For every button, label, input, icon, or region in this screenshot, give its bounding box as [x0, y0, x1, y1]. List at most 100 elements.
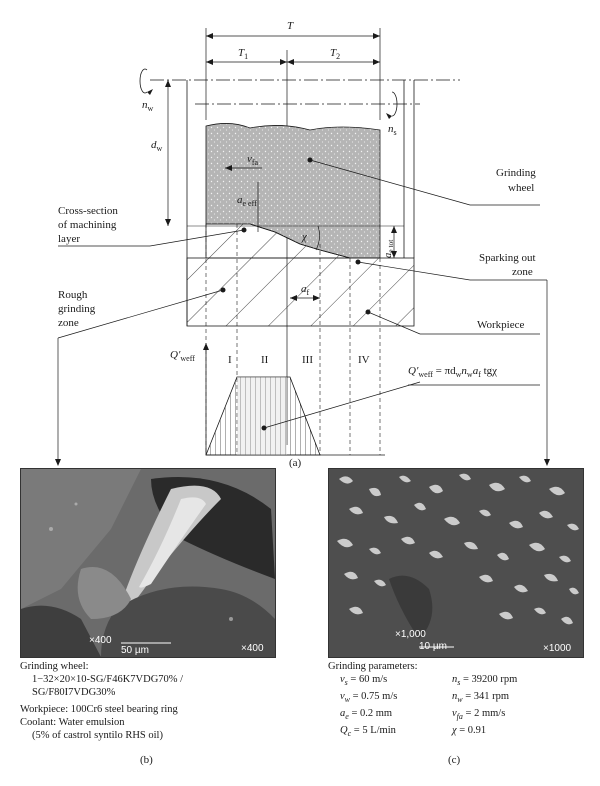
- label-T1: T1: [238, 47, 248, 61]
- mag-right-b: ×400: [241, 643, 264, 654]
- param-symbol: v: [340, 691, 345, 703]
- param-symbol: n: [452, 674, 458, 685]
- q-graph: Q′weff I II III IV: [170, 343, 385, 456]
- label-layer: layer: [58, 233, 80, 245]
- label-grinding-zone-1: grinding: [58, 303, 96, 315]
- param-cell: nw = 341 rpm: [452, 690, 562, 706]
- workpiece-rotation-icon: nw: [139, 68, 154, 113]
- label-workpiece: Workpiece: [477, 319, 524, 331]
- param-symbol: v: [340, 674, 345, 685]
- param-symbol: χ: [452, 725, 457, 737]
- label-af: af: [301, 283, 310, 297]
- leader-cross-section: Cross-section of machining layer: [58, 205, 247, 247]
- zone-I: I: [228, 354, 232, 366]
- feed-velocity-arrow: vfa: [225, 153, 262, 171]
- ae-tot-dimension: ae tot: [383, 226, 397, 258]
- mag-left-b: ×400: [89, 635, 112, 646]
- param-cell: vw = 0.75 m/s: [340, 690, 452, 706]
- label-vfa: vfa: [247, 153, 259, 167]
- ae-eff-marker: ae eff: [237, 182, 259, 232]
- param-subscript: s: [457, 678, 461, 688]
- caption-b-line6: (5% of castrol syntilo RHS oil): [32, 730, 163, 741]
- param-symbol: v: [452, 708, 457, 720]
- caption-b: Grinding wheel: 1−32×20×10-SG/F46K7VDG70…: [20, 660, 183, 742]
- label-zone: zone: [512, 266, 533, 278]
- label-T2: T2: [330, 47, 340, 61]
- caption-b-line4: Workpiece: 100Cr6 steel bearing ring: [20, 704, 178, 715]
- label-of-machining: of machining: [58, 219, 117, 231]
- label-chi: χ: [301, 231, 308, 243]
- param-value: = 39200 rpm: [460, 674, 518, 685]
- label-ae-tot: ae tot: [383, 239, 395, 258]
- sem-photo-c: ×1,000 10 µm ×1000: [328, 468, 584, 658]
- param-cell: vs = 60 m/s: [340, 673, 452, 689]
- sem-image-c: [329, 469, 583, 657]
- label-grinding: Grinding: [496, 167, 536, 179]
- mag-right-c: ×1000: [543, 643, 572, 654]
- dimension-T: T: [206, 20, 380, 39]
- param-subscript: c: [347, 729, 352, 739]
- label-grinding-zone-2: zone: [58, 317, 79, 329]
- sublabel-b: (b): [140, 754, 153, 766]
- leader-grinding-wheel: Grinding wheel: [307, 157, 540, 206]
- dimension-T1-T2: T1 T2: [206, 47, 380, 65]
- label-sparking-out: Sparking out: [479, 252, 536, 264]
- param-subscript: e: [345, 712, 349, 722]
- param-cell: vfa = 2 mm/s: [452, 707, 562, 723]
- chi-angle-marker: χ: [301, 225, 320, 251]
- leader-rough-grinding: Rough grinding zone: [55, 287, 226, 466]
- label-rough: Rough: [58, 289, 88, 301]
- param-value: = 341 rpm: [462, 691, 510, 703]
- param-symbol: Q: [340, 725, 348, 737]
- caption-c-title: Grinding parameters:: [328, 661, 418, 672]
- param-value: = 5 L/min: [351, 725, 396, 737]
- label-ns: ns: [388, 123, 397, 137]
- label-q-weff: Q′weff: [170, 349, 195, 363]
- sem-photo-b: ×400 50 µm ×400: [20, 468, 276, 658]
- zone-II: II: [261, 354, 269, 366]
- af-dimension: af: [290, 283, 320, 301]
- label-cross-section: Cross-section: [58, 205, 118, 217]
- param-symbol: a: [340, 708, 346, 720]
- svg-text:Q′weff = πdwnwaf tgχ: Q′weff = πdwnwaf tgχ: [408, 365, 497, 379]
- param-value: = 0.91: [456, 725, 487, 737]
- param-subscript: w: [457, 695, 463, 705]
- sublabel-c: (c): [448, 754, 461, 766]
- param-cell: Qc = 5 L/min: [340, 724, 452, 740]
- param-subscript: s: [344, 678, 348, 688]
- sem-image-b: [21, 469, 275, 657]
- param-subscript: fa: [456, 712, 463, 722]
- param-value: = 0.2 mm: [348, 708, 393, 720]
- param-cell: χ = 0.91: [452, 724, 562, 740]
- sublabel-a: (a): [289, 457, 302, 469]
- label-T: T: [287, 20, 294, 32]
- scale-bar-c: 10 µm: [419, 641, 447, 652]
- dimension-dw: dw: [151, 80, 171, 226]
- param-symbol: n: [452, 691, 458, 703]
- label-wheel: wheel: [508, 182, 534, 194]
- param-value: = 2 mm/s: [462, 708, 506, 720]
- zone-III: III: [302, 354, 313, 366]
- wheel-rotation-icon: ns: [386, 91, 398, 137]
- label-dw: dw: [151, 139, 163, 153]
- param-value: = 60 m/s: [347, 674, 388, 685]
- label-nw: nw: [142, 99, 154, 113]
- scale-bar-b: 50 µm: [121, 645, 149, 656]
- param-value: = 0.75 m/s: [350, 691, 398, 703]
- caption-b-line3: SG/F80I7VDG30%: [32, 687, 116, 698]
- param-cell: ns = 39200 rpm: [452, 673, 562, 689]
- formula-q-weff: Q′weff = πdwnwaf tgχ: [263, 365, 540, 429]
- param-cell: ae = 0.2 mm: [340, 707, 452, 723]
- leader-workpiece: Workpiece: [365, 309, 540, 335]
- workpiece-shape: [186, 223, 415, 327]
- label-ae-eff: ae eff: [237, 194, 257, 208]
- zone-IV: IV: [358, 354, 370, 366]
- caption-b-line2: 1−32×20×10-SG/F46K7VDG70% /: [32, 674, 184, 685]
- caption-b-line5: Coolant: Water emulsion: [20, 717, 125, 728]
- caption-b-line1: Grinding wheel:: [20, 661, 89, 672]
- leader-sparking-out: Sparking out zone: [355, 252, 550, 466]
- mag-left-c: ×1,000: [395, 629, 426, 640]
